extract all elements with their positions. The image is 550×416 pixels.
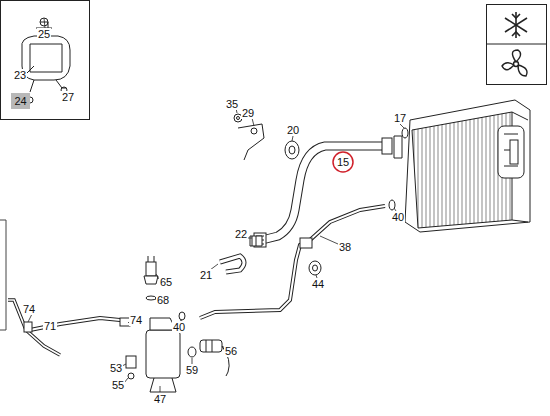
callout-number: 68 [156,294,170,306]
pressure-pipe [200,206,385,318]
grommet-20 [285,141,299,159]
evaporator [405,100,530,232]
callout-number: 47 [153,393,167,405]
fan-icon [502,50,527,76]
callout-number: 38 [338,241,352,253]
callout-number: 22 [234,228,248,240]
callout-number: 23 [13,69,27,81]
callout-number: 17 [393,112,407,124]
snowflake-icon [505,12,527,38]
switch-65 [144,256,158,284]
callout-number: 15 [337,156,349,168]
callout-number: 27 [61,91,75,103]
callout-number: 20 [286,124,300,136]
callout-number: 35 [225,98,239,110]
suction-hose [254,136,402,247]
inset-frame [1,1,90,120]
callout-number: 55 [111,379,125,391]
icon-frame [487,5,547,85]
callout-number: 74 [129,314,143,326]
hose-21 [220,256,244,272]
callout-number: 40 [172,321,186,333]
callout-number: 25 [37,28,51,40]
callout-number: 21 [199,269,213,281]
callout-number: 74 [22,303,36,315]
valve-53 [126,356,136,379]
bracket-29 [238,124,264,160]
callout-number: 53 [109,362,123,374]
grey-callout-box: 24 [11,93,30,109]
fitting-22 [250,236,262,246]
callout-number: 44 [311,278,325,290]
oring-59 [188,347,196,357]
grommet-44 [309,261,321,275]
oring-17 [402,128,408,138]
oring-68 [146,296,156,300]
leader-lines [28,18,404,392]
callout-number: 59 [185,364,199,376]
callout-number: 24 [14,95,26,107]
callout-number: 65 [159,276,173,288]
callout-number: 71 [43,320,57,332]
oring-40 [179,200,395,320]
callout-number: 56 [224,345,238,357]
condenser-pipe [0,220,140,355]
highlight-circle: 15 [332,151,354,173]
callout-number: 40 [391,211,405,223]
fitting-74 [24,318,130,332]
callout-number: 29 [241,107,255,119]
